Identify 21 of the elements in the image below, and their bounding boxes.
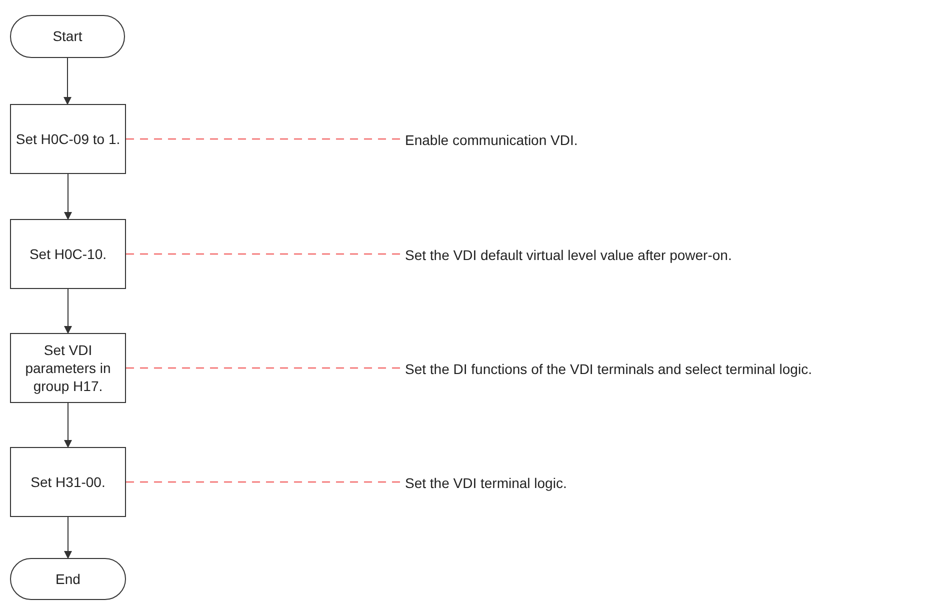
description-text: Set the VDI default virtual level value after power-on.: [405, 246, 732, 264]
node-label: Set H0C-10.: [29, 244, 107, 264]
process-box: [10, 219, 126, 289]
terminal-pill: [10, 15, 125, 58]
process-box: [10, 333, 126, 403]
node-label: Start: [52, 27, 82, 46]
arrow: [64, 516, 72, 559]
node-label: Set H31-00.: [30, 472, 106, 492]
process-box: [10, 447, 126, 517]
node-label: Set H0C-09 to 1.: [16, 130, 120, 148]
node-label: End: [56, 570, 80, 588]
arrow: [64, 402, 72, 448]
terminal-pill: [10, 558, 126, 600]
arrow: [64, 58, 72, 105]
description-text: Set the VDI terminal logic.: [405, 474, 567, 492]
arrow: [64, 174, 72, 220]
arrow: [64, 288, 72, 334]
description-text: Enable communication VDI.: [405, 130, 578, 150]
process-box: [10, 104, 126, 174]
description-text: Set the DI functions of the VDI terminals and select terminal logic.: [405, 360, 812, 378]
node-label: Set VDI parameters in group H17.: [24, 340, 112, 396]
